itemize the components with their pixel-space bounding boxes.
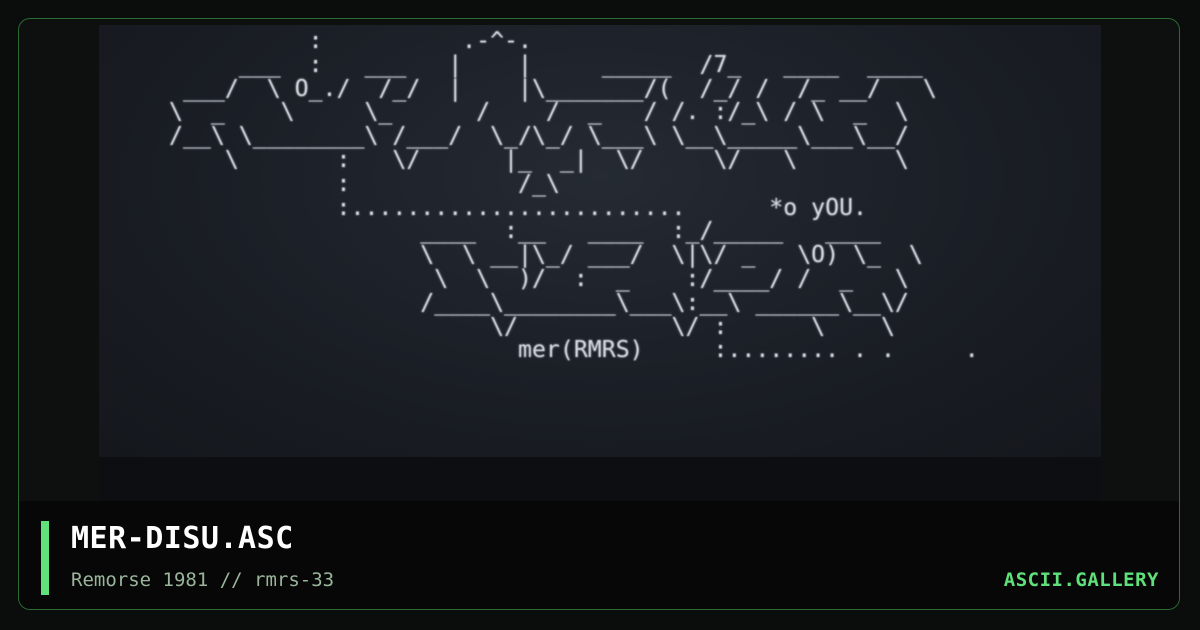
caption-bar: MER-DISU.ASC Remorse 1981 // rmrs-33 ASC… (19, 501, 1179, 609)
card-frame: : .-^-. ___ : ___ | | _____ /7_ ____ ___… (18, 18, 1180, 610)
art-panel-shadow (99, 457, 1101, 501)
artwork-credit: Remorse 1981 // rmrs-33 (71, 569, 335, 591)
ascii-art-panel: : .-^-. ___ : ___ | | _____ /7_ ____ ___… (99, 25, 1101, 457)
site-brand-link[interactable]: ASCII.GALLERY (1003, 569, 1159, 591)
accent-stripe (41, 521, 49, 595)
artwork-title: MER-DISU.ASC (71, 521, 294, 556)
ascii-art: : .-^-. ___ : ___ | | _____ /7_ ____ ___… (169, 27, 979, 364)
